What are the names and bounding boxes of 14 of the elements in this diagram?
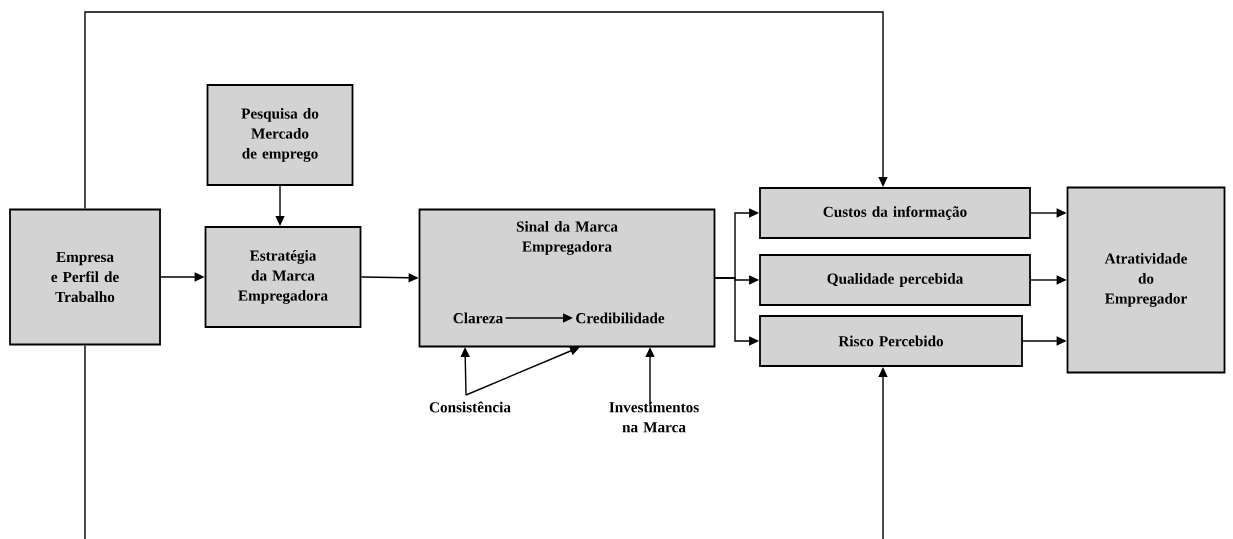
process-box: Custos da informação — [759, 187, 1031, 239]
process-box: Qualidade percebida — [759, 254, 1031, 306]
process-box: Atratividade do Empregador — [1066, 186, 1226, 374]
arrow — [465, 346, 580, 396]
node-text: Investimentos na Marca — [609, 401, 699, 433]
process-box: Risco Percebido — [759, 315, 1023, 367]
node-text: Consistência — [429, 401, 511, 413]
arrow — [84, 11, 888, 210]
process-box: Estratégia da Marca Empregadora — [204, 226, 362, 328]
node-text: Credibilidade — [576, 312, 665, 324]
node-text: Clareza — [453, 312, 503, 324]
arrow — [84, 344, 888, 539]
process-box: Pesquisa do Mercado de emprego — [206, 84, 354, 186]
process-box: Empresa e Perfil de Trabalho — [9, 208, 161, 346]
